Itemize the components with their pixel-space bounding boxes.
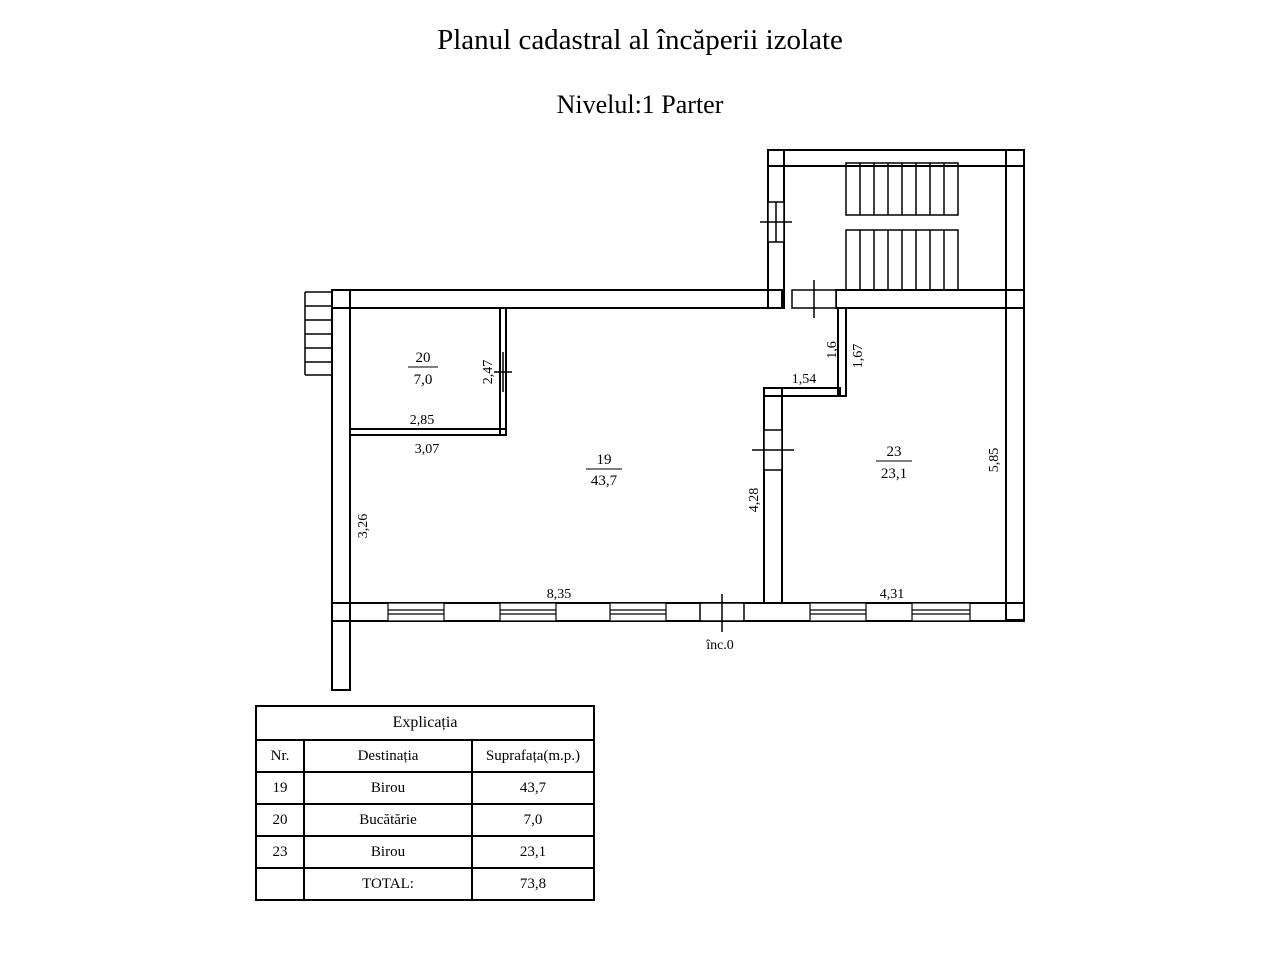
partition-20-horizontal — [349, 428, 507, 436]
stair-floor-wall — [835, 289, 1025, 309]
dim-8-35: 8,35 — [547, 587, 572, 602]
door-main-entrance — [699, 594, 745, 632]
row-nr: 19 — [255, 771, 305, 805]
dim-2-47: 2,47 — [481, 360, 496, 385]
dim-1-6: 1,6 — [825, 341, 840, 359]
total-label: TOTAL: — [303, 867, 473, 901]
window-1 — [387, 602, 445, 622]
entrance-label: înc.0 — [705, 638, 734, 653]
door-room-23 — [752, 429, 794, 471]
row-nr: 20 — [255, 803, 305, 837]
outer-wall-left — [331, 289, 351, 691]
partition-23-right — [837, 307, 847, 397]
legend-header-destination: Destinația — [303, 739, 473, 773]
dim-2-85: 2,85 — [410, 413, 435, 428]
row-area: 7,0 — [471, 803, 595, 837]
door-stair-entry — [791, 280, 837, 318]
level-subtitle: Nivelul:1 Parter — [556, 90, 724, 119]
dim-3-07: 3,07 — [415, 442, 440, 457]
legend-header-nr: Nr. — [255, 739, 305, 773]
floor-plan: 20 7,0 19 43,7 23 23,1 2,47 2,85 3,07 3,… — [304, 149, 1025, 691]
doors — [494, 201, 837, 632]
window-5 — [911, 602, 971, 622]
windows — [387, 602, 971, 622]
dim-5-85: 5,85 — [987, 448, 1002, 473]
staircase-upper — [845, 162, 959, 216]
legend-caption: Explicația — [255, 705, 595, 741]
outer-wall-top — [331, 289, 783, 309]
row-destination: Birou — [303, 835, 473, 869]
room-19-number: 19 — [597, 452, 612, 468]
legend-table: Explicația Nr. Destinația Suprafața(m.p.… — [255, 705, 595, 901]
window-3 — [609, 602, 667, 622]
dim-3-26: 3,26 — [356, 514, 371, 539]
outer-wall-right — [1005, 149, 1025, 621]
door-room-20 — [494, 352, 512, 392]
dim-1-67: 1,67 — [851, 344, 866, 369]
table-row: 23 Birou 23,1 — [255, 835, 595, 869]
total-row: TOTAL: 73,8 — [255, 867, 595, 901]
page-title: Planul cadastral al încăperii izolate — [437, 24, 843, 56]
room-20-number: 20 — [416, 350, 431, 366]
room-20-area: 7,0 — [414, 372, 433, 388]
room-23-number: 23 — [887, 444, 902, 460]
total-value: 73,8 — [471, 867, 595, 901]
dim-4-28: 4,28 — [747, 488, 762, 513]
row-nr: 23 — [255, 835, 305, 869]
dim-4-31: 4,31 — [880, 587, 905, 602]
table-row: 20 Bucătărie 7,0 — [255, 803, 595, 837]
legend-header-area: Suprafața(m.p.) — [471, 739, 595, 773]
staircase-lower — [845, 229, 959, 291]
room-19-area: 43,7 — [591, 473, 618, 489]
window-2 — [499, 602, 557, 622]
window-4 — [809, 602, 867, 622]
partition-23-top — [763, 387, 841, 397]
row-area: 23,1 — [471, 835, 595, 869]
table-row: 19 Birou 43,7 — [255, 771, 595, 805]
row-destination: Birou — [303, 771, 473, 805]
dim-1-54: 1,54 — [792, 372, 817, 387]
outer-wall-bottom — [331, 602, 1025, 622]
room-23-area: 23,1 — [881, 466, 907, 482]
row-destination: Bucătărie — [303, 803, 473, 837]
row-area: 43,7 — [471, 771, 595, 805]
door-stair-side — [760, 201, 792, 243]
total-nr-empty — [255, 867, 305, 901]
external-steps — [304, 291, 332, 376]
partition-23-vertical — [763, 387, 783, 604]
